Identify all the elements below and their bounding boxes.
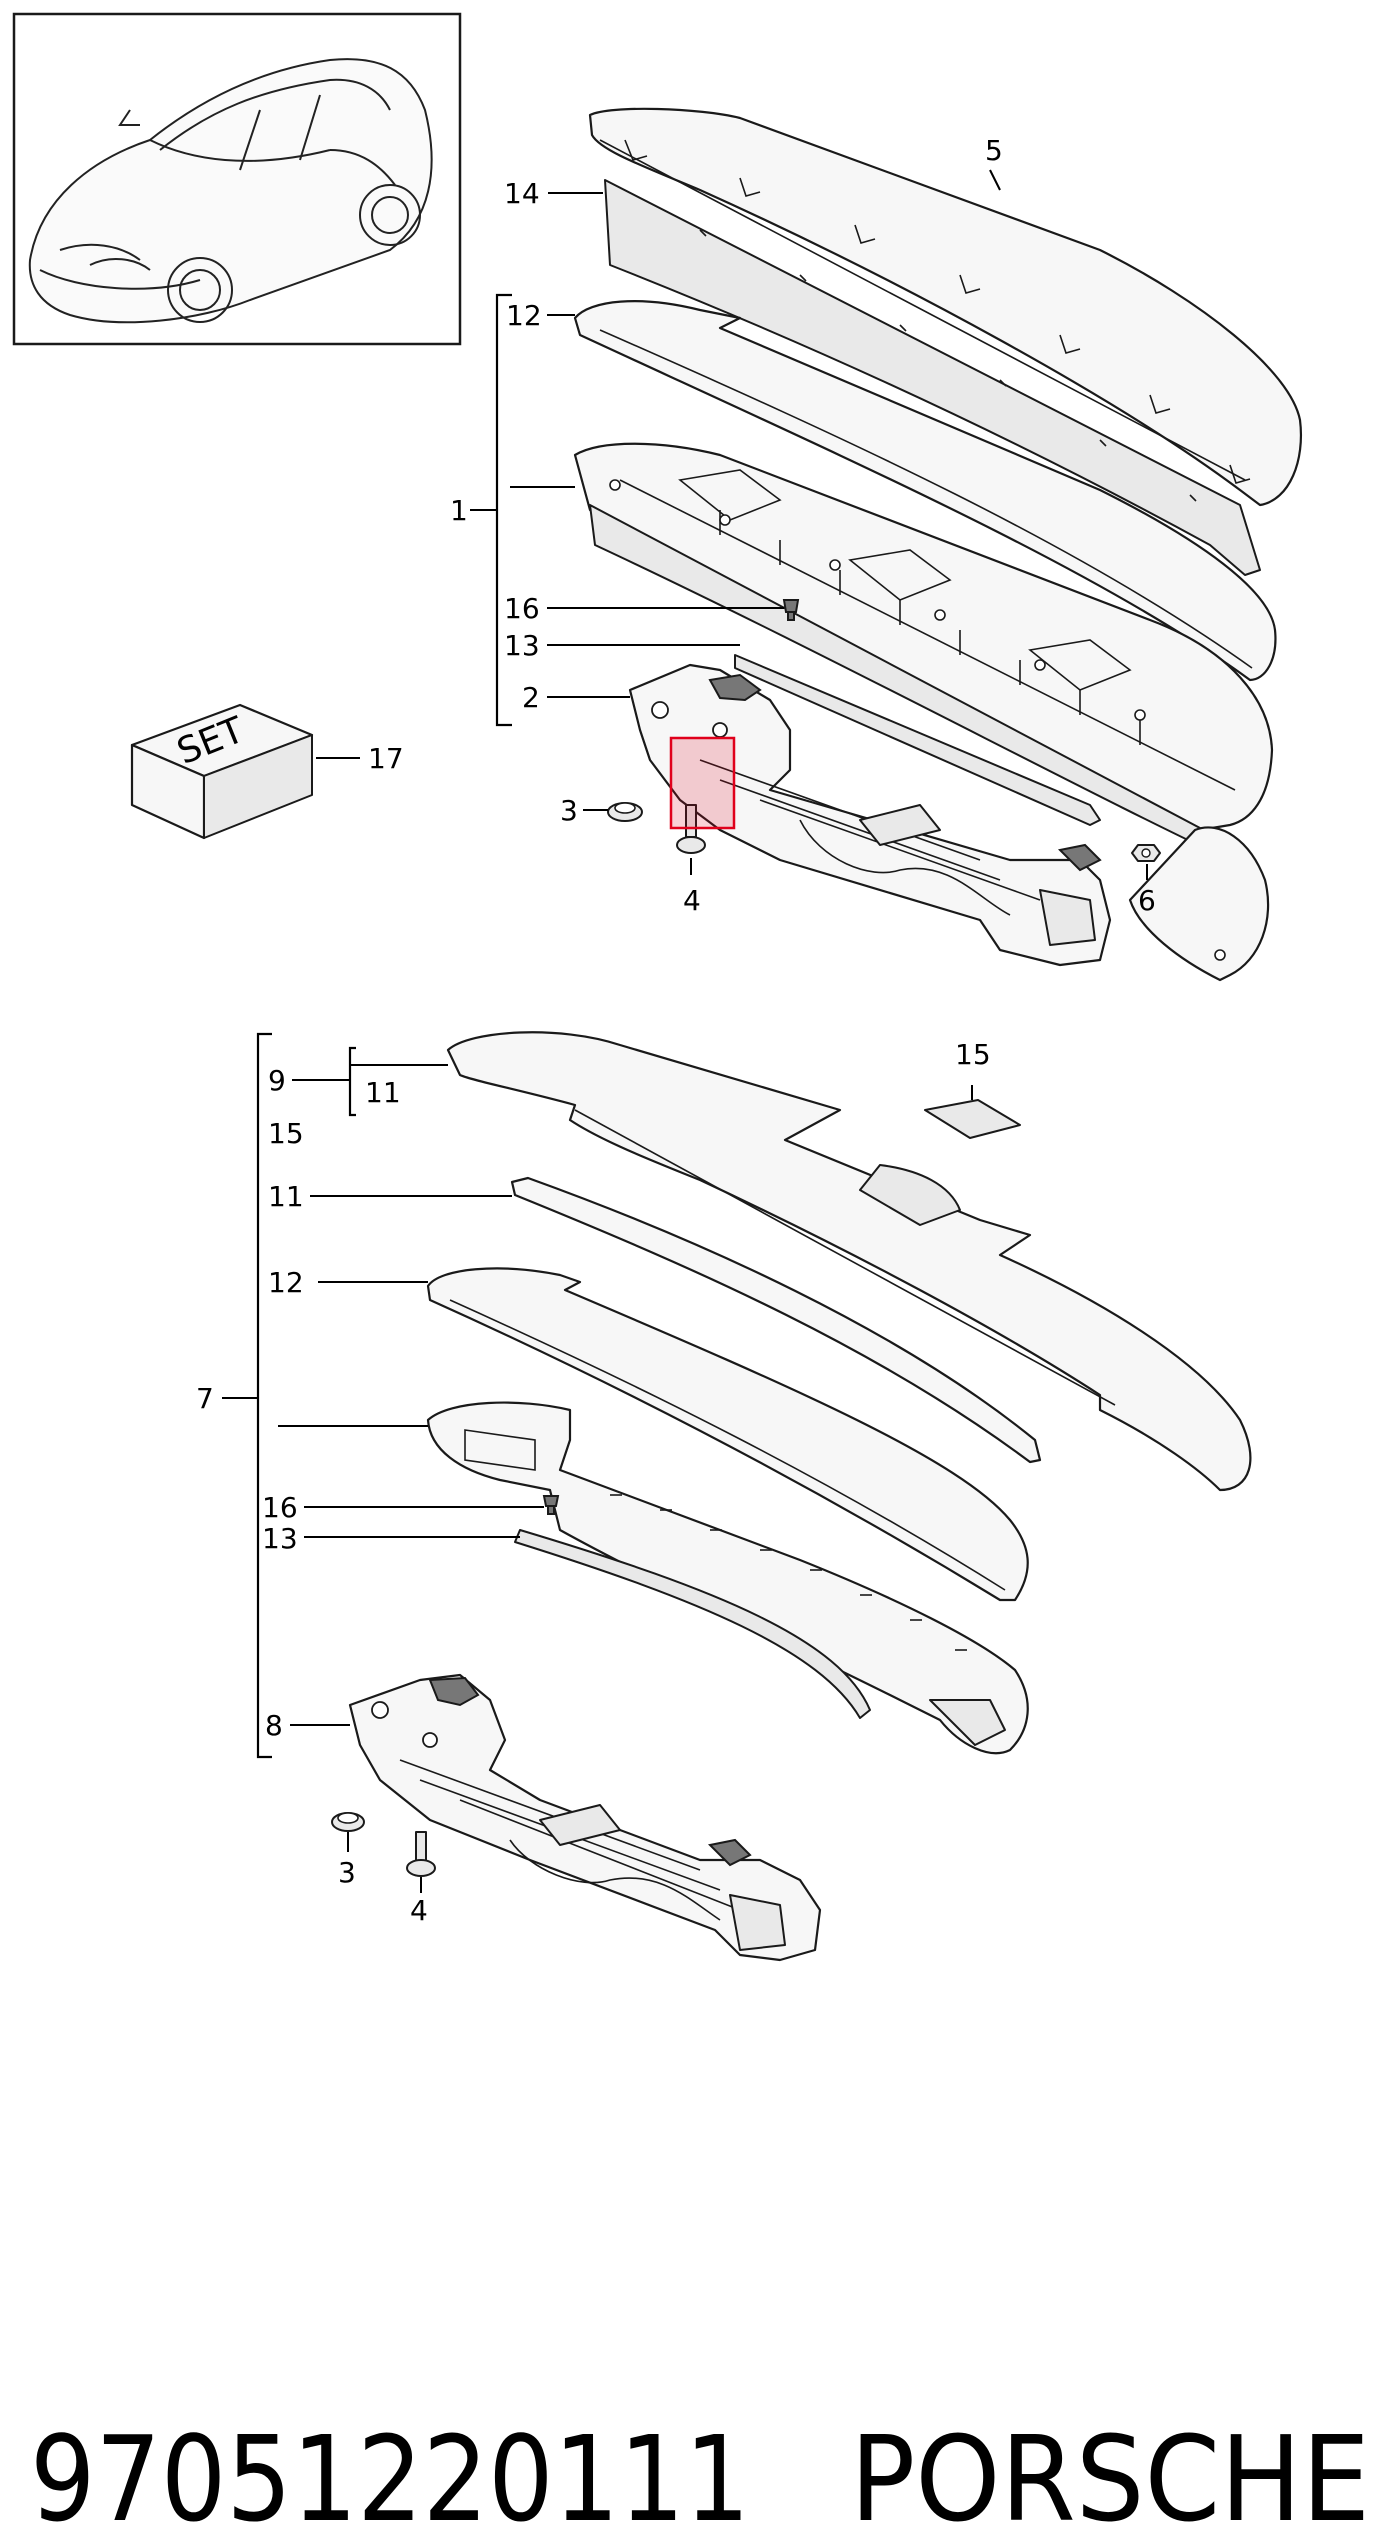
callout-15-b: 15 xyxy=(955,1038,991,1071)
callout-14: 14 xyxy=(504,177,540,210)
car-thumbnail xyxy=(12,12,462,346)
callout-3: 3 xyxy=(560,794,578,827)
part-11-strip xyxy=(510,1176,1042,1464)
part-8-drive-mechanism xyxy=(348,1673,822,1962)
callout-11-a: 11 xyxy=(365,1076,401,1109)
part-12-trim-strip xyxy=(573,300,1277,682)
callout-16-lower: 16 xyxy=(262,1491,298,1524)
part-4-bolt-lower xyxy=(406,1831,436,1877)
callout-11-b: 11 xyxy=(268,1180,304,1213)
callout-7: 7 xyxy=(196,1382,214,1415)
upper-callouts: 5 14 12 1 16 13 2 3 4 6 17 xyxy=(316,134,1156,917)
part-1-spoiler-body xyxy=(573,442,1274,982)
footer: 97051220111 PORSCHE xyxy=(30,2410,1370,2529)
callout-5: 5 xyxy=(985,134,1003,167)
part-16-clip xyxy=(782,599,800,621)
part-4-bolt xyxy=(676,804,706,854)
callout-6: 6 xyxy=(1138,884,1156,917)
callout-3-lower: 3 xyxy=(338,1856,356,1889)
part-6-nut xyxy=(1131,844,1161,862)
callout-12: 12 xyxy=(506,299,542,332)
callout-13: 13 xyxy=(504,629,540,662)
highlight-box xyxy=(669,736,736,830)
callout-12-lower: 12 xyxy=(268,1266,304,1299)
callout-4: 4 xyxy=(683,884,701,917)
part-13-strip xyxy=(734,654,1101,826)
callout-13-lower: 13 xyxy=(262,1522,298,1555)
brand-name: PORSCHE xyxy=(850,2410,1370,2529)
part-9-spoiler-cover xyxy=(446,1031,1252,1492)
callout-17: 17 xyxy=(368,742,404,775)
car-illustration xyxy=(28,58,433,324)
callout-2: 2 xyxy=(522,681,540,714)
part-17-set-box: SET xyxy=(130,703,314,840)
part-13-strip-lower xyxy=(514,1529,871,1719)
callout-4-lower: 4 xyxy=(410,1894,428,1927)
part-15-pad xyxy=(924,1099,1021,1139)
callout-15-a: 15 xyxy=(268,1117,304,1150)
part-12-trim-panel xyxy=(426,1267,1029,1602)
part-5-spoiler-top xyxy=(588,107,1302,507)
part-16-clip-lower xyxy=(542,1495,560,1515)
callout-16: 16 xyxy=(504,592,540,625)
callout-9: 9 xyxy=(268,1064,286,1097)
part-14-seal-strip xyxy=(604,179,1261,576)
part-3-grommet xyxy=(607,802,643,822)
part-3-grommet-lower xyxy=(331,1812,365,1832)
part-7-lower-spoiler xyxy=(426,1401,1029,1755)
lower-callouts: 9 11 15 15 11 12 7 16 13 8 3 4 xyxy=(196,1032,991,1927)
callout-1: 1 xyxy=(450,494,468,527)
part-number: 97051220111 xyxy=(30,2410,750,2529)
callout-8: 8 xyxy=(265,1709,283,1742)
